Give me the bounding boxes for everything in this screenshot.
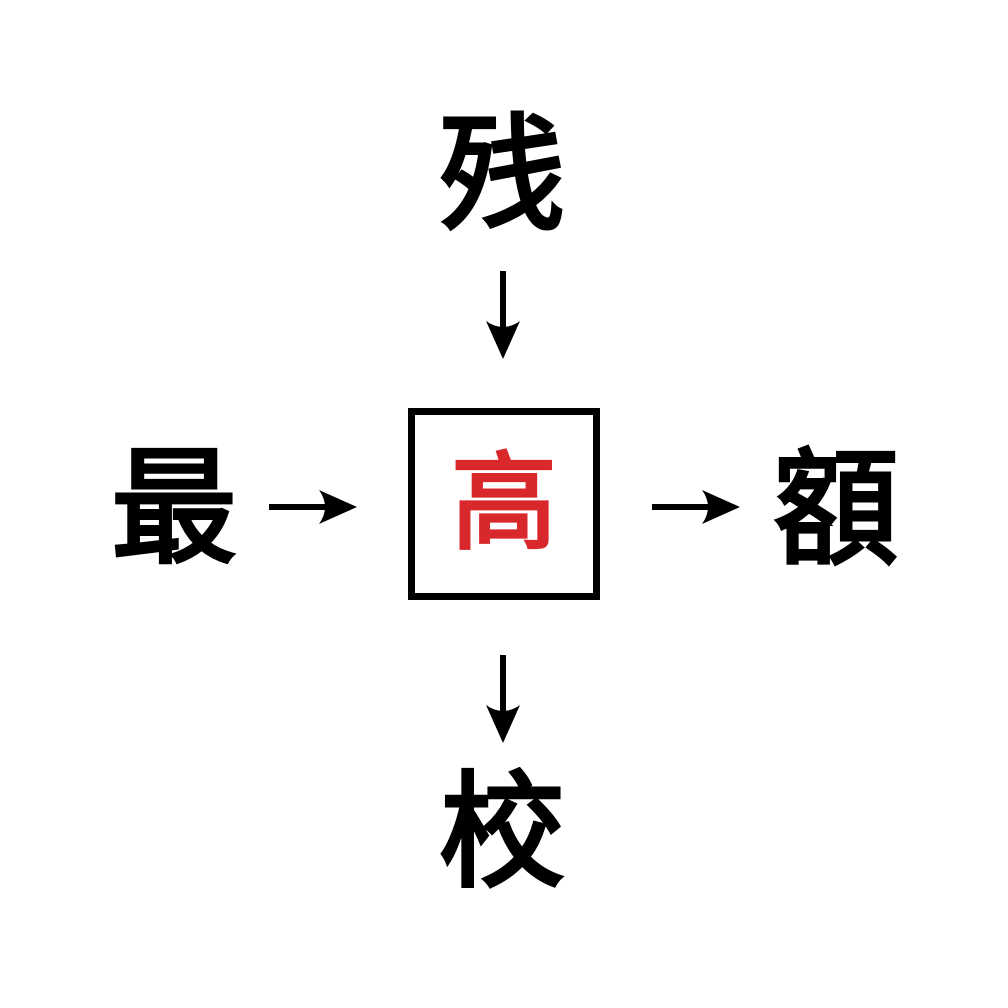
kanji-top: 残 xyxy=(439,102,565,249)
kanji-left: 最 xyxy=(111,435,237,582)
kanji-bottom: 校 xyxy=(439,759,565,906)
arrow-down-icon xyxy=(486,271,520,359)
kanji-center-answer: 高 xyxy=(451,442,557,565)
arrow-down-icon xyxy=(486,655,520,743)
answer-box: 高 xyxy=(408,408,600,600)
kanji-right: 額 xyxy=(773,436,899,583)
arrow-right-icon xyxy=(269,490,357,524)
arrow-right-icon xyxy=(652,490,740,524)
